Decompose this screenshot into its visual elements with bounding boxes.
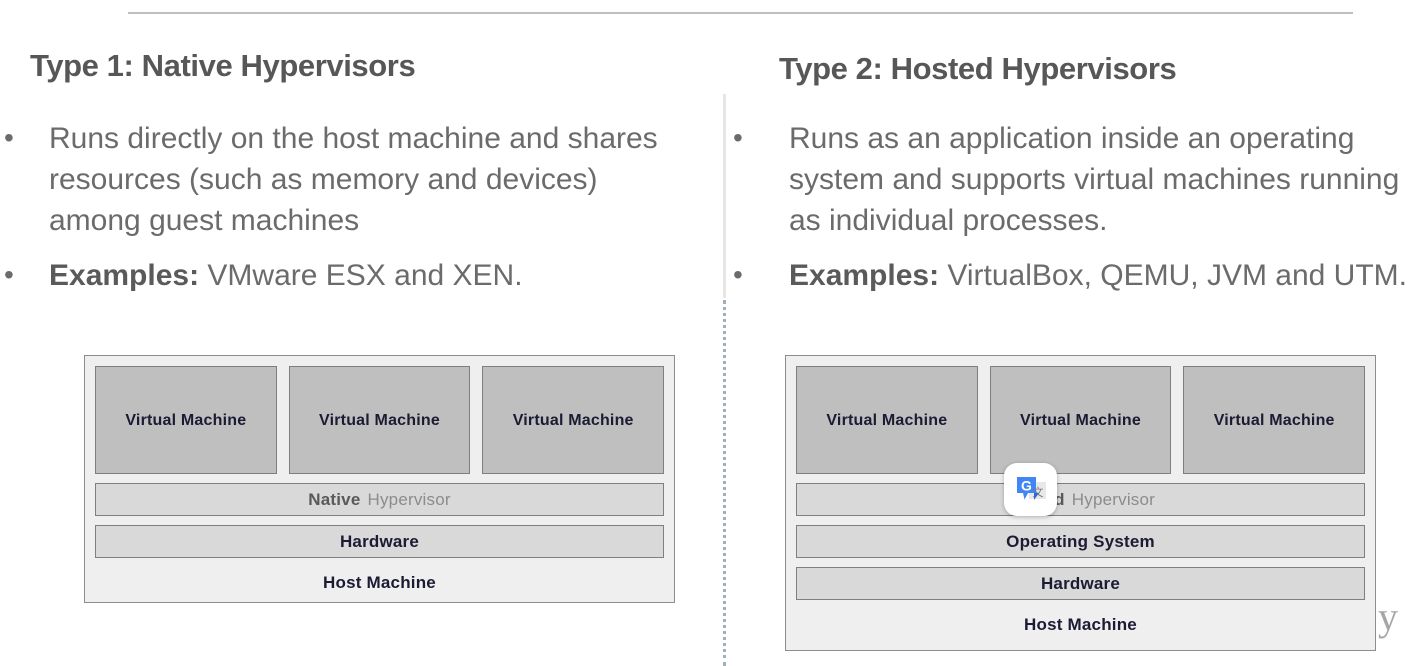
list-item-text: Examples: VirtualBox, QEMU, JVM and UTM. [789,255,1407,296]
layer-host-machine: Host Machine [323,572,436,592]
bullet-marker-icon: • [4,259,14,290]
list-item: • Runs directly on the host machine and … [0,118,690,241]
list-item-text: Runs as an application inside an operati… [789,118,1420,241]
diagram-hosted-hypervisor-stack: Virtual Machine Virtual Machine Virtual … [785,355,1376,651]
page-title-type-1: Type 1: Native Hypervisors [30,48,416,83]
google-translate-icon[interactable]: G 文 [1004,463,1057,516]
layer-hypervisor-rest: Hypervisor [1071,489,1156,509]
list-item-segment: VirtualBox, QEMU, JVM and UTM. [939,259,1407,292]
vm-box: Virtual Machine [1183,366,1366,474]
layer-hardware: Hardware [95,525,664,558]
layer-host-machine: Host Machine [1024,614,1137,634]
layer-hypervisor-rest: Hypervisor [367,489,451,509]
column-divider-dotted [723,300,726,666]
translate-glyph-icon: G 文 [1016,476,1046,500]
list-item: • Examples: VMware ESX and XEN. [0,255,690,296]
list-item-segment: Runs directly on the host machine and sh… [49,122,658,237]
list-item-segment-bold: Examples: [789,259,940,292]
vm-row: Virtual Machine Virtual Machine Virtual … [796,366,1366,474]
svg-text:G: G [1021,477,1032,493]
layer-hypervisor-strong: Native [308,489,361,509]
layer-hypervisor: Native Hypervisor [95,483,664,516]
diagram-native-hypervisor-stack: Virtual Machine Virtual Machine Virtual … [84,355,675,603]
vm-box: Virtual Machine [989,366,1172,474]
bullet-marker-icon: • [4,122,14,153]
layer-hardware: Hardware [796,567,1365,600]
column-divider-solid [723,94,726,298]
top-divider-rule [128,12,1353,14]
layer-operating-system: Operating System [796,525,1365,558]
list-item-segment-bold: Examples: [49,259,200,292]
page-title-type-2: Type 2: Hosted Hypervisors [779,51,1177,86]
list-item-text: Examples: VMware ESX and XEN. [49,255,523,296]
list-item: • Runs as an application inside an opera… [723,118,1420,241]
vm-row: Virtual Machine Virtual Machine Virtual … [95,366,665,474]
list-item-segment: Runs as an application inside an operati… [789,122,1400,237]
bullet-marker-icon: • [733,259,743,290]
bullet-list-type-1: • Runs directly on the host machine and … [0,118,690,310]
svg-text:文: 文 [1032,485,1043,499]
list-item-text: Runs directly on the host machine and sh… [49,118,690,241]
list-item: • Examples: VirtualBox, QEMU, JVM and UT… [723,255,1420,296]
vm-box: Virtual Machine [95,366,277,474]
list-item-segment: VMware ESX and XEN. [199,259,523,292]
vm-box: Virtual Machine [796,366,978,474]
bullet-marker-icon: • [733,122,743,153]
vm-box: Virtual Machine [482,366,665,474]
stray-text-glyph: y [1378,594,1398,639]
vm-box: Virtual Machine [288,366,471,474]
bullet-list-type-2: • Runs as an application inside an opera… [723,118,1420,310]
